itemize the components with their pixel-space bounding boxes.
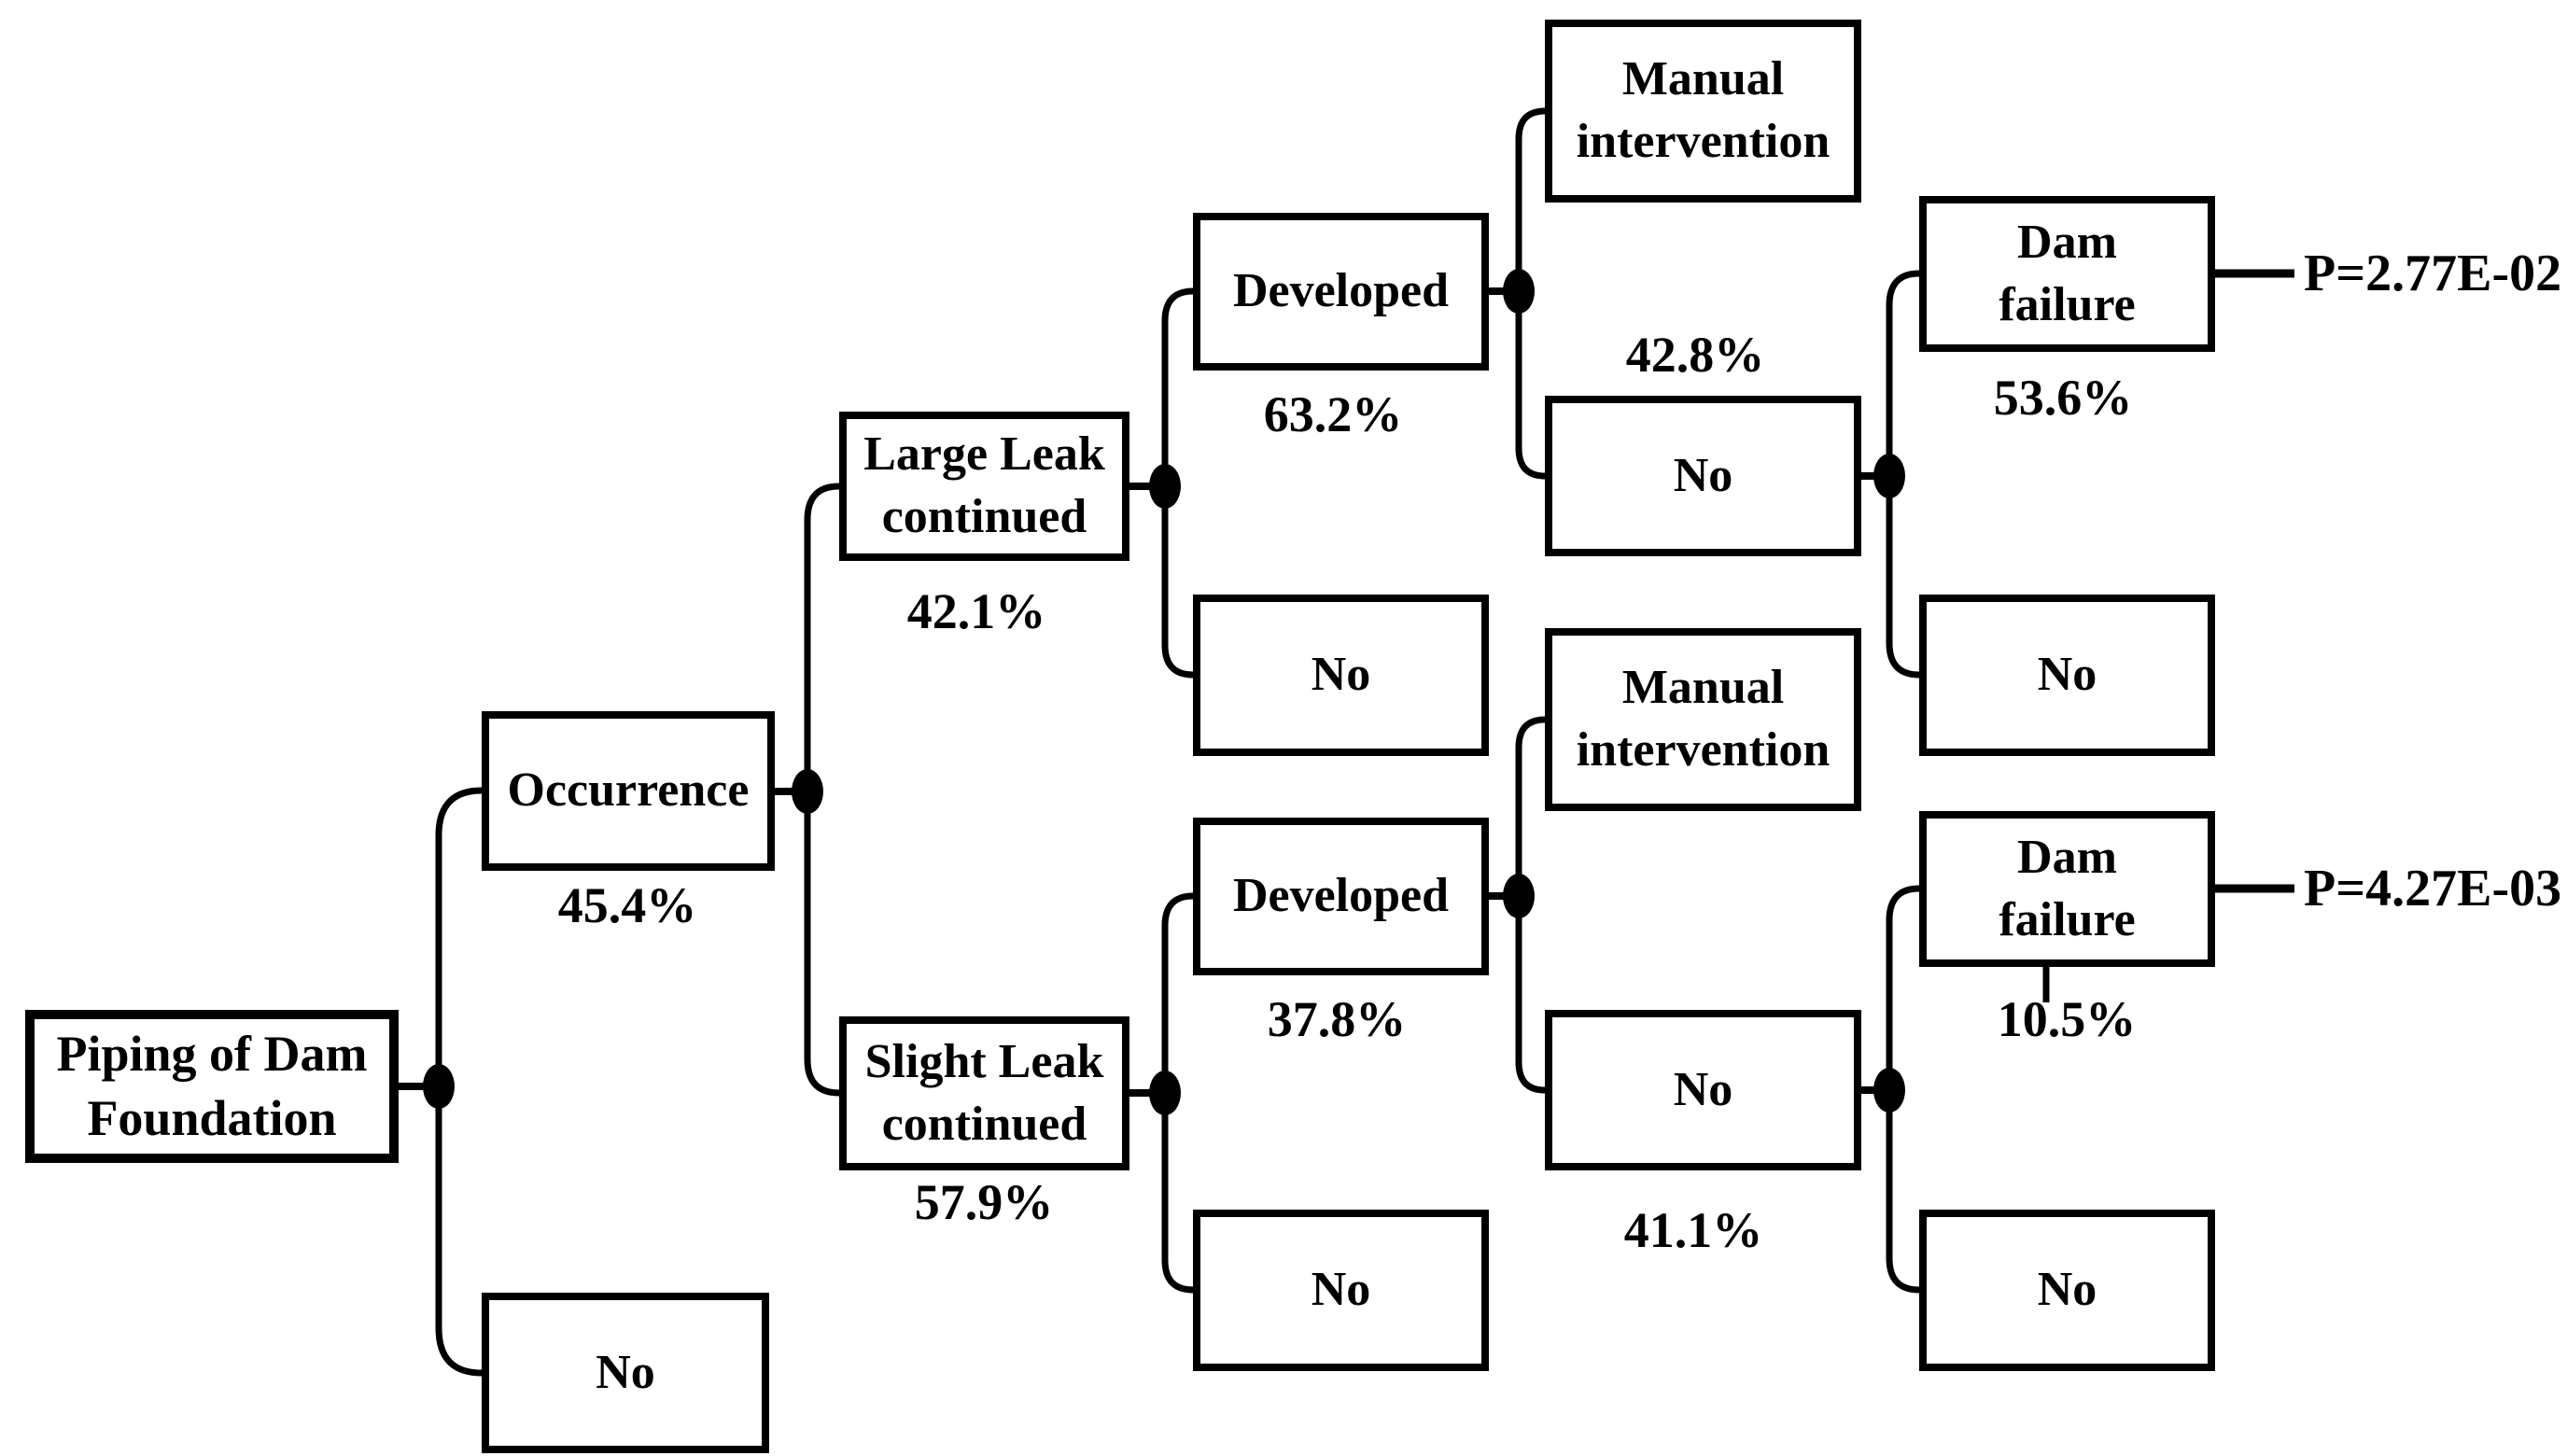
branch-line bbox=[1161, 486, 1194, 679]
node-dam-failure-slight: Dam failure bbox=[1919, 811, 2215, 967]
branch-line bbox=[1886, 885, 1920, 1090]
node-no-occurrence: No bbox=[482, 1293, 769, 1453]
probability-dam-failure-large: 53.6% bbox=[1993, 370, 2133, 426]
branch-line bbox=[1515, 716, 1546, 896]
node-no-failure-large: No bbox=[1919, 595, 2215, 756]
branch-line bbox=[435, 1086, 483, 1377]
probability-large-leak: 42.1% bbox=[906, 583, 1046, 639]
junction-dot bbox=[423, 1064, 455, 1109]
outcome-probability-large-leak-path: P=2.77E-02 bbox=[2304, 245, 2562, 302]
junction-dot bbox=[1873, 1068, 1905, 1113]
branch-line bbox=[1886, 270, 1920, 476]
branch-line bbox=[1515, 107, 1546, 291]
probability-no-manual-large: 42.8% bbox=[1625, 327, 1765, 383]
probability-dam-failure-slight: 10.5% bbox=[1997, 991, 2137, 1047]
junction-dot bbox=[1873, 454, 1905, 498]
junction-dot bbox=[1149, 1071, 1181, 1115]
branch-line bbox=[804, 483, 840, 791]
node-no-manual-slight: No bbox=[1545, 1010, 1861, 1170]
probability-occurrence: 45.4% bbox=[557, 877, 697, 933]
node-slight-leak-continued: Slight Leak continued bbox=[839, 1016, 1129, 1170]
branch-line bbox=[435, 787, 483, 1086]
node-no-manual-large: No bbox=[1545, 396, 1861, 556]
branch-line bbox=[1515, 896, 1546, 1094]
junction-dot bbox=[1149, 464, 1181, 509]
node-manual-intervention-slight: Manual intervention bbox=[1545, 628, 1861, 811]
node-large-leak-continued: Large Leak continued bbox=[839, 412, 1129, 561]
node-developed-slight: Developed bbox=[1193, 818, 1489, 975]
node-piping-of-dam-foundation: Piping of Dam Foundation bbox=[25, 1010, 399, 1163]
node-no-developed-large: No bbox=[1193, 595, 1489, 756]
node-no-failure-slight: No bbox=[1919, 1210, 2215, 1371]
branch-line bbox=[1886, 1090, 1920, 1294]
node-occurrence: Occurrence bbox=[482, 711, 775, 871]
probability-developed-slight: 37.8% bbox=[1267, 991, 1407, 1047]
junction-dot bbox=[792, 769, 823, 814]
outcome-probability-slight-leak-path: P=4.27E-03 bbox=[2304, 860, 2562, 917]
probability-slight-leak: 57.9% bbox=[914, 1174, 1054, 1230]
node-dam-failure-large: Dam failure bbox=[1919, 196, 2215, 352]
node-developed-large: Developed bbox=[1193, 213, 1489, 371]
probability-developed-large: 63.2% bbox=[1263, 386, 1403, 442]
node-manual-intervention-large: Manual intervention bbox=[1545, 20, 1861, 203]
node-no-developed-slight: No bbox=[1193, 1210, 1489, 1371]
junction-dot bbox=[1503, 874, 1535, 918]
branch-line bbox=[1161, 287, 1194, 486]
branch-line bbox=[804, 791, 840, 1097]
probability-no-manual-slight: 41.1% bbox=[1623, 1202, 1763, 1258]
branch-line bbox=[1161, 1093, 1194, 1294]
branch-line bbox=[1515, 291, 1546, 480]
branch-line bbox=[1161, 892, 1194, 1093]
junction-dot bbox=[1503, 269, 1535, 314]
branch-line bbox=[1886, 476, 1920, 679]
